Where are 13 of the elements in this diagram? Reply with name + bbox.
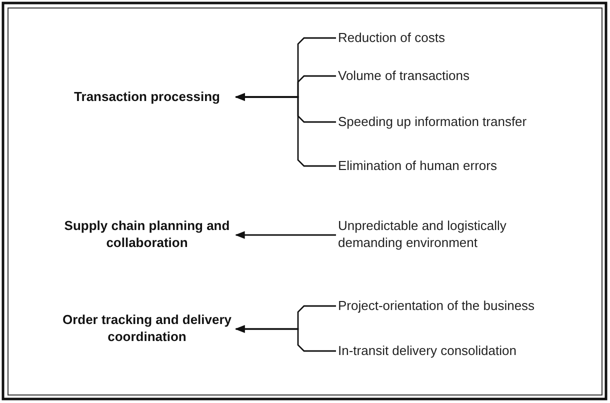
category-label: Transaction processing (74, 88, 220, 106)
factor-label: Project-orientation of the business (338, 298, 535, 314)
arrow (235, 325, 336, 352)
factor-label: In-transit delivery consolidation (338, 342, 516, 360)
category-label: Supply chain planning and collaboration (63, 218, 231, 252)
arrow (235, 93, 336, 167)
factor-label: Reduction of costs (338, 30, 445, 46)
factor-label: Unpredictable and logistically demanding environment (338, 218, 508, 252)
factor-label: Volume of transactions (338, 68, 470, 84)
arrow (235, 231, 336, 239)
category-label: Order tracking and delivery coordination (61, 312, 233, 346)
factor-label: Speeding up information transfer (338, 114, 527, 130)
factor-label: Elimination of human errors (338, 158, 497, 174)
